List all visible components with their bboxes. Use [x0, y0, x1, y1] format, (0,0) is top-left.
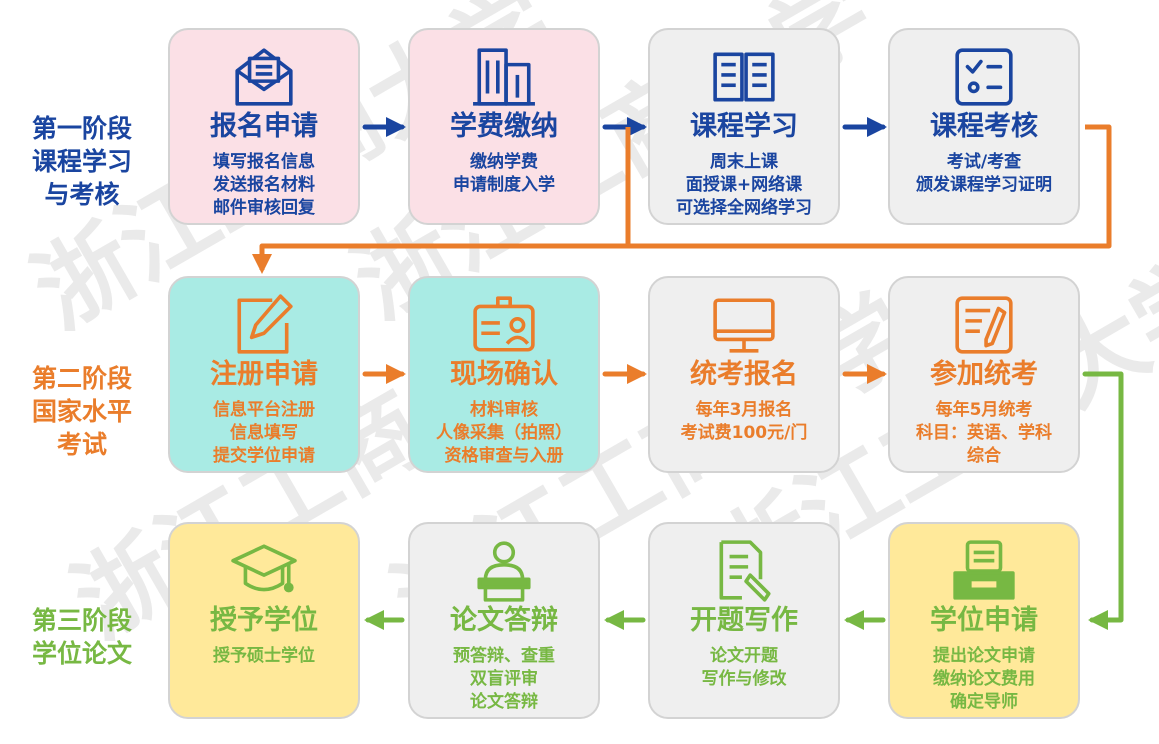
- graduation-cap-icon: [170, 538, 358, 604]
- step-description: 缴纳学费 申请制度入学: [453, 152, 555, 195]
- step-title: 授予学位: [210, 605, 318, 636]
- step-description: 每年3月报名 考试费100元/门: [680, 400, 808, 443]
- step-box: 注册申请 信息平台注册 信息填写 提交学位申请: [168, 276, 360, 473]
- book-icon: [650, 44, 838, 110]
- step-title: 课程考核: [930, 111, 1038, 142]
- step-description: 填写报名信息 发送报名材料 邮件审核回复: [213, 152, 315, 218]
- stage-label-2: 第二阶段 国家水平 考试: [31, 364, 132, 459]
- step-title: 学费缴纳: [450, 111, 558, 142]
- step-description: 论文开题 写作与修改: [701, 646, 787, 689]
- step-title: 注册申请: [210, 359, 318, 390]
- step-description: 材料审核 人像采集（拍照） 资格审查与入册: [436, 400, 572, 466]
- step-title: 论文答辩: [450, 605, 558, 636]
- step-description: 考试/考查 颁发课程学习证明: [916, 152, 1052, 195]
- step-title: 现场确认: [450, 359, 558, 390]
- step-description: 预答辩、查重 双盲评审 论文答辩: [453, 646, 555, 712]
- envelope-icon: [170, 44, 358, 110]
- step-box: 参加统考 每年5月统考 科目：英语、学科 综合: [888, 276, 1080, 473]
- building-icon: [410, 44, 598, 110]
- step-box: 现场确认 材料审核 人像采集（拍照） 资格审查与入册: [408, 276, 600, 473]
- step-box: 课程学习 周末上课 面授课+网络课 可选择全网络学习: [648, 28, 840, 225]
- step-description: 授予硕士学位: [213, 646, 315, 666]
- step-description: 每年5月统考 科目：英语、学科 综合: [916, 400, 1052, 466]
- stage-connector: [1082, 371, 1124, 630]
- step-description: 周末上课 面授课+网络课 可选择全网络学习: [676, 152, 812, 218]
- step-title: 学位申请: [930, 605, 1038, 636]
- step-description: 信息平台注册 信息填写 提交学位申请: [213, 400, 315, 466]
- step-description: 提出论文申请 缴纳论文费用 确定导师: [933, 646, 1035, 712]
- id-card-icon: [410, 292, 598, 358]
- step-box: 授予学位 授予硕士学位: [168, 522, 360, 719]
- printer-icon: [890, 538, 1078, 604]
- step-box: 论文答辩 预答辩、查重 双盲评审 论文答辩: [408, 522, 600, 719]
- step-title: 课程学习: [690, 111, 798, 142]
- stage-connector: [252, 124, 1112, 274]
- edit-icon: [170, 292, 358, 358]
- step-title: 统考报名: [690, 359, 798, 390]
- step-box: 学位申请 提出论文申请 缴纳论文费用 确定导师: [888, 522, 1080, 719]
- step-title: 开题写作: [690, 605, 798, 636]
- step-box: 报名申请 填写报名信息 发送报名材料 邮件审核回复: [168, 28, 360, 225]
- step-box: 课程考核 考试/考查 颁发课程学习证明: [888, 28, 1080, 225]
- stage-label-1: 第一阶段 课程学习 与考核: [31, 114, 132, 209]
- step-title: 参加统考: [930, 359, 1038, 390]
- step-title: 报名申请: [210, 111, 318, 142]
- step-box: 开题写作 论文开题 写作与修改: [648, 522, 840, 719]
- exam-paper-icon: [890, 292, 1078, 358]
- checklist-icon: [890, 44, 1078, 110]
- stage-label-3: 第三阶段 学位论文: [31, 606, 132, 668]
- monitor-icon: [650, 292, 838, 358]
- step-box: 学费缴纳 缴纳学费 申请制度入学: [408, 28, 600, 225]
- document-pen-icon: [650, 538, 838, 604]
- speaker-podium-icon: [410, 538, 598, 604]
- step-box: 统考报名 每年3月报名 考试费100元/门: [648, 276, 840, 473]
